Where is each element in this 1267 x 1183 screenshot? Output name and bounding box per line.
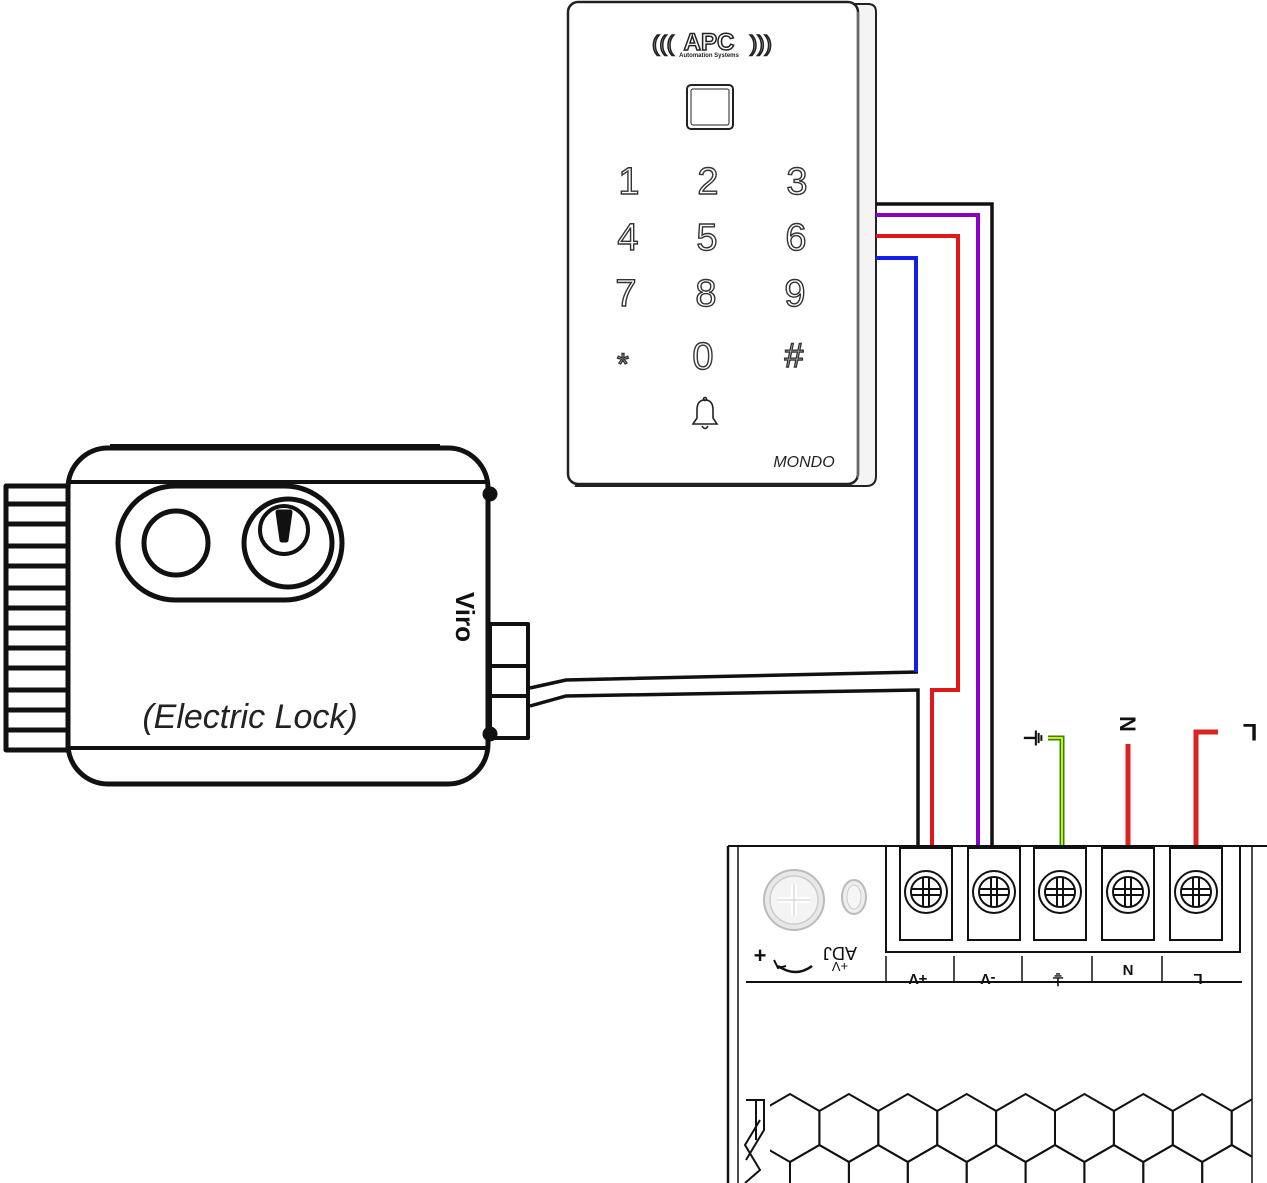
vent-grille <box>743 1099 765 1183</box>
screw-icon <box>904 870 948 914</box>
vent-hexagon <box>936 1092 998 1164</box>
live-wire <box>1193 729 1218 848</box>
wires <box>529 202 1218 848</box>
vent-hexagon <box>965 1143 1027 1183</box>
led-indicator <box>841 879 867 915</box>
adj-v-label: +V <box>832 959 849 974</box>
hexagon-vent-pattern <box>770 1092 1267 1183</box>
brand-subtitle: Automation Systems <box>679 53 739 59</box>
purple-wire <box>876 213 980 848</box>
model-label: MONDO <box>773 454 834 471</box>
terminal-label-neutral: N <box>1123 962 1134 979</box>
screw-icon <box>1174 870 1218 914</box>
vent-hexagon <box>1201 1143 1252 1183</box>
terminal-label-minus-v: -V <box>981 970 996 987</box>
vent-hexagon <box>770 1092 821 1164</box>
apc-logo: ((( ))) APC Automation Systems <box>651 28 773 59</box>
terminal-label-ground: ⏚ <box>1050 970 1065 987</box>
svg-text:(((: ((( <box>652 31 675 56</box>
screw-icon <box>972 870 1016 914</box>
vent-hexagon <box>995 1092 1056 1164</box>
adj-label: ADJ <box>823 943 857 963</box>
screw-icon <box>1038 870 1082 914</box>
lock-terminal-block <box>488 622 530 740</box>
key-hash[interactable]: # <box>784 336 804 375</box>
screw-icon <box>1106 870 1150 914</box>
vent-hexagon <box>1230 1098 1252 1158</box>
key-2[interactable]: 2 <box>697 160 720 203</box>
adj-potentiometer[interactable] <box>763 869 825 931</box>
vent-hexagon <box>818 1092 880 1164</box>
mains-labels: ⏚ N L <box>1023 716 1257 749</box>
vent-hexagon <box>1142 1143 1204 1183</box>
ground-symbol-label: ⏚ <box>1023 727 1048 749</box>
key-8[interactable]: 8 <box>695 272 718 315</box>
card-reader-icon <box>686 84 734 130</box>
red-wire <box>876 234 960 848</box>
vent-hexagon <box>877 1092 939 1164</box>
terminal-label-live: L <box>1193 970 1202 987</box>
psu-labels: ADJ +V + +V -V ⏚ N L <box>754 943 1203 987</box>
blue-wire <box>876 256 918 672</box>
vent-hexagon <box>1261 1145 1267 1183</box>
key-7[interactable]: 7 <box>615 272 638 315</box>
key-1[interactable]: 1 <box>618 160 641 203</box>
lock-button <box>141 508 211 578</box>
adj-plus-label: + <box>754 943 767 968</box>
bell-icon[interactable] <box>691 396 719 430</box>
svg-text:))): ))) <box>750 31 772 56</box>
key-6[interactable]: 6 <box>785 216 808 259</box>
vent-hexagon <box>789 1143 850 1183</box>
key-star[interactable]: * <box>616 347 629 381</box>
vent-hexagon <box>1054 1092 1115 1164</box>
electric-lock <box>3 444 530 787</box>
key-5[interactable]: 5 <box>696 216 719 259</box>
vent-hexagon <box>1024 1143 1086 1183</box>
vent-hexagon <box>1112 1092 1174 1164</box>
vent-hexagon <box>1083 1143 1145 1183</box>
brand-name: APC <box>684 29 735 56</box>
key-cylinder <box>241 496 335 590</box>
vent-hexagon <box>906 1143 968 1183</box>
lock-bolt-ribs <box>3 483 71 753</box>
terminal-label-plus-v: +V <box>909 970 928 987</box>
key-9[interactable]: 9 <box>784 272 807 315</box>
keypad: ((( ))) APC Automation Systems 1 2 3 4 5… <box>566 0 877 487</box>
lock-logo: Viro <box>450 592 480 642</box>
terminal-label-dividers <box>885 956 1163 982</box>
ground-wire <box>1048 735 1065 848</box>
black-wire <box>876 202 994 848</box>
keypad-keys: 1 2 3 4 5 6 7 8 9 * 0 # <box>615 160 809 381</box>
power-supply <box>726 845 1267 1183</box>
neutral-label: N <box>1115 716 1140 732</box>
lock-caption: (Electric Lock) <box>142 698 357 736</box>
key-4[interactable]: 4 <box>617 216 640 259</box>
vent-hexagon <box>847 1143 909 1183</box>
lock-cable <box>529 670 919 690</box>
key-0[interactable]: 0 <box>692 335 715 378</box>
vent-hexagon <box>1171 1092 1233 1164</box>
terminal-screws <box>904 870 1218 914</box>
live-label: L <box>1243 718 1258 745</box>
key-3[interactable]: 3 <box>786 160 809 203</box>
